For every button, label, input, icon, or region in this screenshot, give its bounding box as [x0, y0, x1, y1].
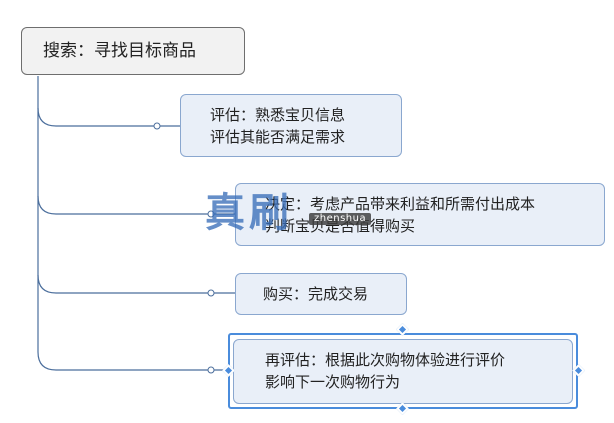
subtopic-decide[interactable]: 决定：考虑产品带来利益和所需付出成本 判断宝贝是否值得购买 [235, 183, 605, 246]
connector-dot-2 [207, 210, 215, 218]
subtopic-purchase-line-1: 购买：完成交易 [263, 285, 369, 303]
subtopic-reevaluate-line-1: 再评估：根据此次购物体验进行评价 [265, 351, 506, 369]
connector-branch-1 [37, 107, 180, 127]
root-topic-label: 搜索：寻找目标商品 [43, 41, 196, 61]
subtopic-reevaluate-line-2: 影响下一次购物行为 [265, 373, 401, 391]
subtopic-purchase[interactable]: 购买：完成交易 [235, 273, 407, 315]
subtopic-reevaluate[interactable]: 再评估：根据此次购物体验进行评价 影响下一次购物行为 [233, 339, 573, 404]
subtopic-decide-line-2: 判断宝贝是否值得购买 [265, 217, 416, 235]
connector-dot-4 [207, 366, 215, 374]
watermark-logo: 真刷 [205, 189, 293, 236]
watermark: 真刷 zhenshua [205, 186, 405, 236]
subtopic-evaluate-line-1: 评估：熟悉宝贝信息 [210, 106, 346, 124]
root-topic[interactable]: 搜索：寻找目标商品 [21, 27, 245, 75]
watermark-subtext: zhenshua [309, 213, 372, 225]
connector-trunk [37, 76, 57, 371]
subtopic-evaluate-line-2: 评估其能否满足需求 [210, 128, 346, 146]
connector-dot-1 [153, 122, 161, 130]
subtopic-evaluate[interactable]: 评估：熟悉宝贝信息 评估其能否满足需求 [180, 94, 402, 157]
connector-dot-3 [207, 289, 215, 297]
connector-branch-2 [37, 195, 235, 215]
subtopic-decide-line-1: 决定：考虑产品带来利益和所需付出成本 [265, 195, 536, 213]
connector-branch-3 [37, 274, 235, 294]
